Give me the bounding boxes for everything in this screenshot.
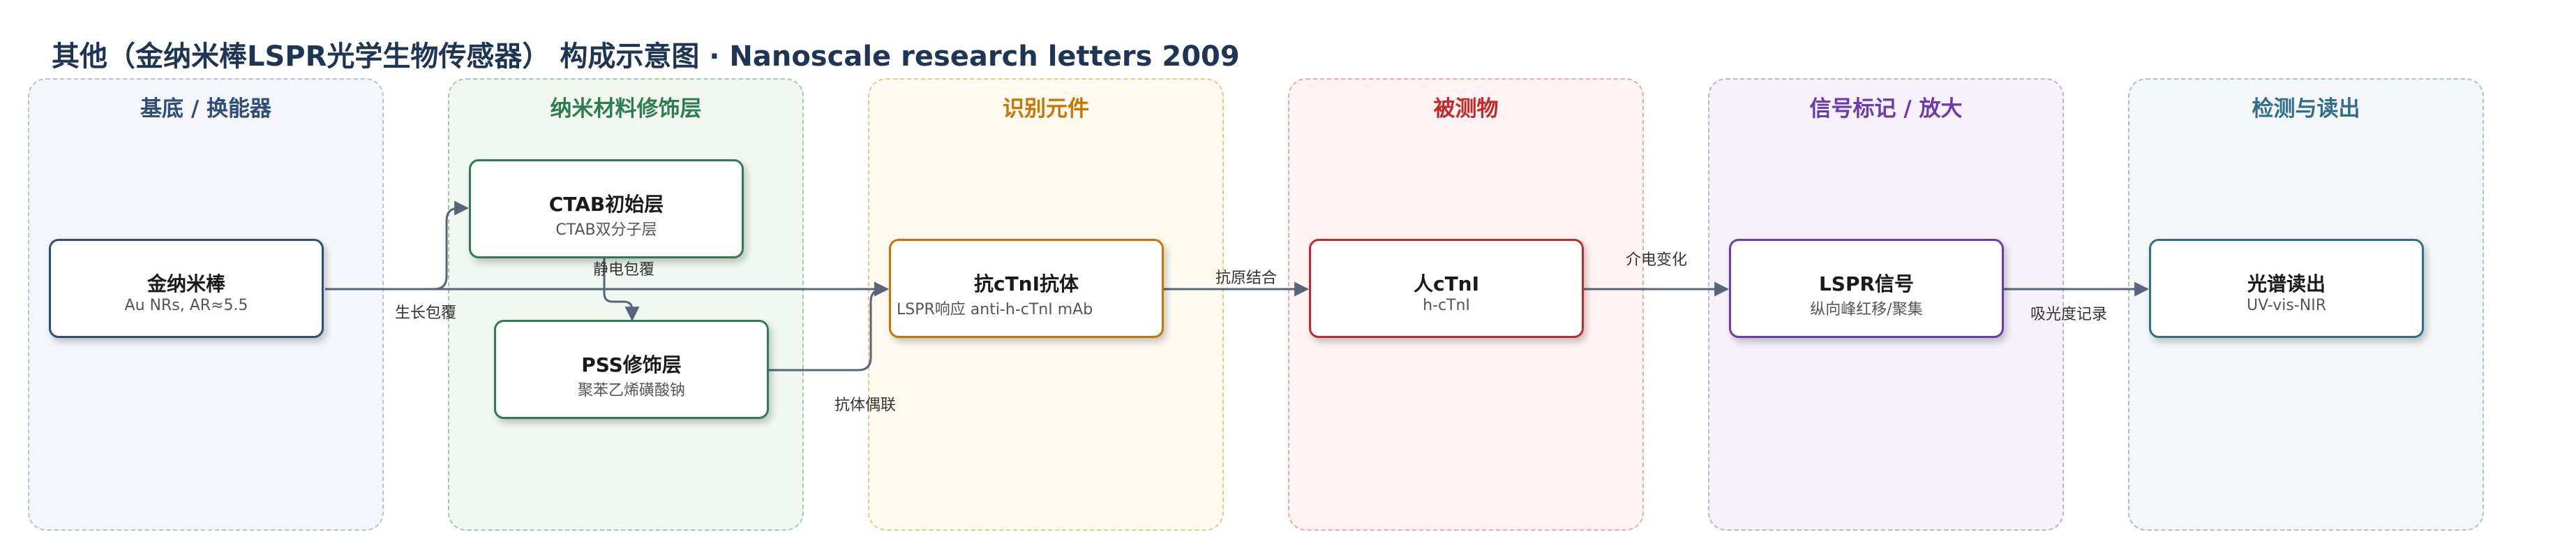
- node-spectrum-readout-sub: UV-vis-NIR: [2247, 297, 2326, 314]
- stage-title-signal: 信号标记 / 放大: [1809, 96, 1963, 122]
- edge-label-antigen: 抗原结合: [1215, 270, 1278, 287]
- stage-title-readout: 检测与读出: [2252, 96, 2360, 122]
- stage-nanomaterial: 纳米材料修饰层: [448, 78, 804, 531]
- node-lspr-signal-title: LSPR信号: [1818, 272, 1915, 295]
- edge-label-electrostatic: 静电包覆: [593, 261, 655, 279]
- node-anti-ctni-antibody[interactable]: 抗cTnI抗体 LSPR响应 anti-h-cTnI mAb: [889, 239, 1164, 338]
- node-gold-nanorod-sub: Au NRs, AR≈5.5: [124, 297, 248, 314]
- node-ctab-layer[interactable]: CTAB初始层 CTAB双分子层: [469, 159, 744, 258]
- stage-title-recognition: 识别元件: [1003, 96, 1089, 122]
- node-spectrum-readout[interactable]: 光谱读出 UV-vis-NIR: [2149, 239, 2424, 338]
- edge-label-growth: 生长包覆: [395, 304, 457, 322]
- node-lspr-signal-sub: 纵向峰红移/聚集: [1810, 301, 1923, 318]
- node-gold-nanorod[interactable]: 金纳米棒 Au NRs, AR≈5.5: [49, 239, 324, 338]
- node-human-ctni-sub: h-cTnI: [1423, 297, 1470, 314]
- edge-label-dielectric: 介电变化: [1626, 251, 1688, 269]
- page-title: 其他（金纳米棒LSPR光学生物传感器） 构成示意图 · Nanoscale re…: [52, 41, 1240, 73]
- node-ctab-layer-sub: CTAB双分子层: [555, 221, 657, 239]
- node-pss-layer[interactable]: PSS修饰层 聚苯乙烯磺酸钠: [494, 320, 769, 419]
- node-anti-ctni-antibody-sub: LSPR响应 anti-h-cTnI mAb: [897, 301, 1093, 318]
- edge-gnr-to-ctab: [325, 200, 470, 291]
- node-pss-layer-title: PSS修饰层: [581, 353, 682, 376]
- stage-title-nanomaterial: 纳米材料修饰层: [550, 96, 702, 122]
- stage-title-analyte: 被测物: [1433, 96, 1499, 122]
- edge-ctab-to-pss: [603, 258, 640, 322]
- edge-label-coupling: 抗体偶联: [834, 397, 897, 414]
- stage-title-substrate: 基底 / 换能器: [140, 96, 271, 122]
- node-ctab-layer-title: CTAB初始层: [548, 193, 664, 216]
- node-human-ctni-title: 人cTnI: [1413, 272, 1480, 295]
- edge-pss-to-antibody: [769, 281, 890, 372]
- node-human-ctni[interactable]: 人cTnI h-cTnI: [1309, 239, 1584, 338]
- edge-label-absorbance: 吸光度记录: [2030, 306, 2108, 323]
- node-pss-layer-sub: 聚苯乙烯磺酸钠: [577, 382, 685, 399]
- node-spectrum-readout-title: 光谱读出: [2247, 272, 2326, 295]
- node-gold-nanorod-title: 金纳米棒: [147, 272, 225, 295]
- node-lspr-signal[interactable]: LSPR信号 纵向峰红移/聚集: [1729, 239, 2004, 338]
- node-anti-ctni-antibody-title: 抗cTnI抗体: [973, 272, 1079, 295]
